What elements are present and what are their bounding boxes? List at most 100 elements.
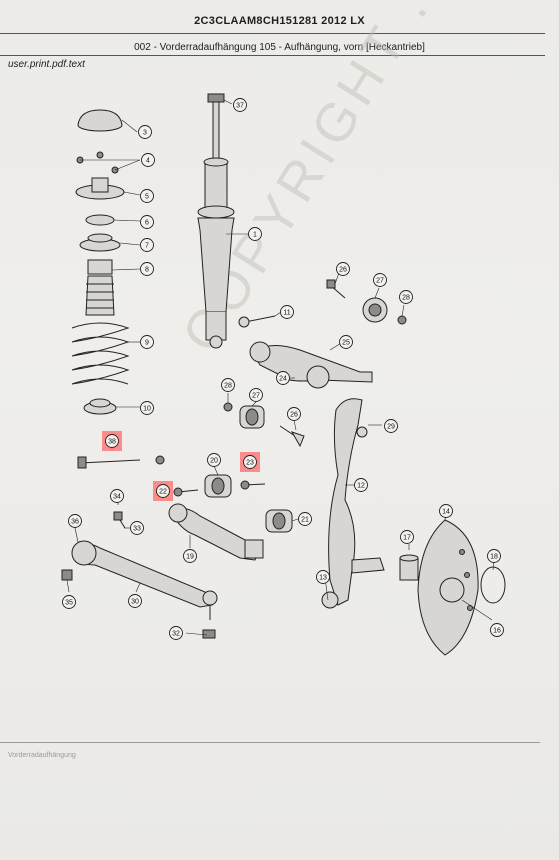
callout-32: 32: [169, 626, 183, 640]
callout-number: 25: [342, 340, 350, 347]
steering-knuckle: [321, 398, 385, 609]
callout-38: 38: [102, 431, 122, 451]
callout-number: 28: [402, 295, 410, 302]
callout-number: 14: [442, 509, 450, 516]
callout-number: 5: [145, 194, 149, 201]
callout-number: 16: [493, 628, 501, 635]
hub-bearing: [399, 554, 419, 581]
callout-36: 36: [68, 514, 82, 528]
callout-10: 10: [140, 401, 154, 415]
callout-22: 22: [153, 481, 173, 501]
bushing-20: [204, 474, 232, 498]
callout-24: 24: [276, 371, 290, 385]
callout-12: 12: [354, 478, 368, 492]
callout-number: 4: [146, 158, 150, 165]
spring-seat-lower: [83, 398, 117, 415]
callout-20: 20: [207, 453, 221, 467]
section-title: 002 - Vorderradaufhängung 105 - Aufhängu…: [134, 42, 425, 53]
bolt-22: [173, 487, 199, 497]
nut-32: [202, 629, 216, 639]
callout-number: 11: [283, 310, 290, 317]
callout-29: 29: [384, 419, 398, 433]
callout-number: 19: [186, 554, 194, 561]
bushing-group-lower: [223, 402, 305, 448]
callout-number: 22: [159, 489, 167, 496]
callout-21: 21: [298, 512, 312, 526]
dust-shield: [417, 519, 479, 656]
callout-number: 26: [339, 267, 347, 274]
exploded-diagram: 3734567819101126272825242827262938202322…: [61, 93, 506, 656]
callout-30: 30: [128, 594, 142, 608]
tension-strut: [168, 503, 264, 561]
callout-9: 9: [140, 335, 154, 349]
callout-14: 14: [439, 504, 453, 518]
callout-27: 27: [373, 273, 387, 287]
bushing-21: [265, 509, 293, 533]
callout-34: 34: [110, 489, 124, 503]
callout-number: 34: [113, 494, 121, 501]
callout-6: 6: [140, 215, 154, 229]
mount-studs: [76, 151, 119, 174]
callout-number: 6: [145, 220, 149, 227]
top-nut: [207, 93, 225, 103]
callout-number: 12: [357, 483, 365, 490]
callout-25: 25: [339, 335, 353, 349]
callout-number: 33: [133, 526, 141, 533]
callout-number: 7: [145, 243, 149, 250]
callout-number: 26: [290, 412, 298, 419]
bearing: [85, 214, 115, 226]
callout-number: 20: [210, 458, 218, 465]
bolt-11: [238, 315, 276, 328]
callout-27: 27: [249, 388, 263, 402]
callout-number: 27: [252, 393, 260, 400]
callout-5: 5: [140, 189, 154, 203]
callout-number: 1: [253, 232, 257, 239]
callout-26: 26: [336, 262, 350, 276]
callout-23: 23: [240, 452, 260, 472]
shield-bolts: [459, 549, 473, 611]
callout-number: 28: [224, 383, 232, 390]
callout-number: 38: [108, 439, 116, 446]
source-label: user.print.pdf.text: [8, 59, 85, 70]
bolt-23: [240, 480, 266, 490]
callout-number: 35: [65, 600, 73, 607]
lower-control-arm: [71, 540, 218, 620]
callout-number: 3: [143, 130, 147, 137]
callout-37: 37: [233, 98, 247, 112]
callout-number: 37: [236, 103, 244, 110]
callout-number: 27: [376, 278, 384, 285]
callout-19: 19: [183, 549, 197, 563]
callout-28: 28: [221, 378, 235, 392]
callout-number: 18: [490, 554, 498, 561]
shock-absorber: [197, 101, 235, 349]
callout-number: 8: [145, 267, 149, 274]
callout-number: 30: [131, 599, 139, 606]
callout-4: 4: [141, 153, 155, 167]
callout-8: 8: [140, 262, 154, 276]
footer-text: Vorderradaufhängung: [8, 752, 76, 759]
callout-number: 13: [319, 575, 327, 582]
vin-title: 2C3CLAAM8CH151281 2012 LX: [194, 15, 365, 27]
callout-number: 9: [145, 340, 149, 347]
callout-17: 17: [400, 530, 414, 544]
seal-ring-18: [480, 566, 506, 604]
callout-number: 24: [279, 376, 287, 383]
header-rule: [0, 33, 545, 34]
spring-seat-upper: [79, 233, 121, 252]
callout-13: 13: [316, 570, 330, 584]
callout-1: 1: [248, 227, 262, 241]
dust-boot: [85, 259, 115, 316]
bolt-38: [77, 455, 165, 469]
callout-28: 28: [399, 290, 413, 304]
callout-11: 11: [280, 305, 294, 319]
bushing-group-upper: [326, 279, 407, 325]
top-mount-cover: [77, 109, 123, 132]
callout-number: 17: [403, 535, 411, 542]
callout-3: 3: [138, 125, 152, 139]
callout-number: 10: [143, 406, 151, 413]
coil-spring: [71, 322, 130, 385]
callout-number: 29: [387, 424, 395, 431]
bolt-33-34: [113, 511, 126, 529]
callout-number: 23: [246, 460, 254, 467]
